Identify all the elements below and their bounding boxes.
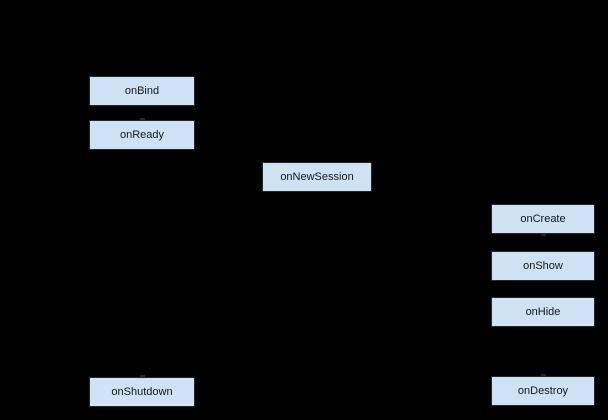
node-oncreate-label: onCreate	[520, 212, 566, 225]
arrowhead-remnant-icon	[541, 374, 546, 376]
arrowhead-remnant-icon	[140, 375, 145, 377]
node-onshutdown: onShutdown	[89, 377, 195, 407]
node-onbind-label: onBind	[124, 84, 160, 97]
arrowhead-remnant-icon	[541, 234, 546, 236]
node-onshow-label: onShow	[523, 259, 563, 272]
node-ondestroy: onDestroy	[491, 376, 595, 406]
node-onshow: onShow	[491, 251, 595, 281]
node-onready: onReady	[89, 120, 195, 150]
node-onbind: onBind	[89, 76, 195, 106]
node-ondestroy-label: onDestroy	[517, 384, 569, 397]
node-onhide: onHide	[491, 297, 595, 327]
node-onready-label: onReady	[119, 128, 165, 141]
node-onnewsession-label: onNewSession	[280, 170, 354, 183]
node-oncreate: onCreate	[491, 204, 595, 234]
node-onhide-label: onHide	[525, 305, 561, 318]
arrowhead-remnant-icon	[140, 118, 145, 120]
node-onshutdown-label: onShutdown	[111, 385, 173, 398]
node-onnewsession: onNewSession	[262, 162, 372, 192]
